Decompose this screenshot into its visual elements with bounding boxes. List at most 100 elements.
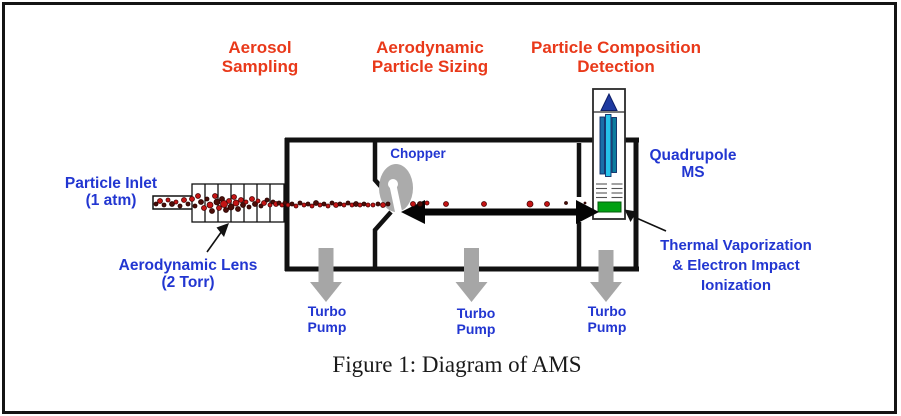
label-line: Thermal Vaporization: [660, 237, 812, 254]
particle-dot: [293, 203, 299, 209]
particle-dot: [313, 200, 319, 206]
stage-label-aerosol-sampling: Aerosol Sampling: [110, 38, 410, 76]
particle-dot: [365, 202, 371, 208]
particle-dot: [443, 201, 449, 207]
particle-dot: [267, 202, 273, 208]
turbo-pump-arrow: [455, 248, 488, 302]
label-line: Pump: [456, 321, 496, 337]
particle-dot: [337, 201, 343, 207]
particle-dot: [370, 202, 376, 208]
particle-dot: [173, 199, 179, 205]
chopper-disk: [379, 164, 413, 215]
particle-dot: [424, 200, 430, 206]
quadrupole-assembly: [592, 88, 626, 220]
particle-dot: [357, 202, 363, 208]
label-line: Chopper: [390, 146, 446, 161]
label-line: (2 Torr): [161, 274, 215, 291]
particle-dot: [417, 201, 423, 207]
particle-dot: [309, 203, 315, 209]
particle-dot: [223, 207, 229, 213]
label-line: Particle Inlet: [64, 175, 158, 192]
particle-dot: [204, 196, 210, 202]
turbo-pump-arrow: [590, 250, 622, 302]
particle-dot: [317, 202, 323, 208]
particle-dot: [289, 201, 295, 207]
particle-dot: [181, 197, 187, 203]
turbo-pump-label-2: Turbo Pump: [426, 305, 526, 337]
stage-line: Aerosol: [228, 38, 292, 57]
particle-dot: [564, 201, 568, 205]
label-line: Pump: [307, 319, 347, 335]
particle-dot: [206, 201, 214, 209]
particle-dot: [189, 196, 195, 202]
chopper-label: Chopper: [348, 146, 488, 161]
particle-dot: [305, 201, 311, 207]
particle-dot: [238, 197, 244, 203]
particle-beam: [153, 193, 587, 214]
label-line: Pump: [587, 319, 627, 335]
thermal-vaporization-label: Thermal Vaporization & Electron Impact I…: [626, 236, 846, 296]
label-line: (1 atm): [85, 192, 137, 209]
particle-dot: [213, 198, 221, 206]
particle-dot: [243, 199, 249, 205]
particle-dot: [361, 201, 367, 207]
particle-dot: [235, 206, 241, 212]
particle-dot: [375, 201, 381, 207]
turbo-pump-arrow: [310, 248, 342, 302]
particle-dot: [161, 202, 167, 208]
vaporizer-block: [597, 201, 622, 213]
particle-dot: [177, 203, 183, 209]
particle-dot: [583, 201, 587, 205]
particle-dot: [212, 193, 218, 199]
particle-dot: [325, 203, 331, 209]
stage-label-composition-detection: Particle Composition Detection: [466, 38, 766, 76]
label-line: Turbo: [456, 305, 496, 321]
turbo-pump-label-3: Turbo Pump: [557, 303, 657, 335]
particle-dot: [341, 202, 347, 208]
particle-dot: [264, 197, 270, 203]
label-line: Quadrupole: [649, 147, 737, 164]
quadrupole-ms-label: Quadrupole MS: [583, 147, 803, 181]
particle-dot: [227, 203, 235, 211]
particle-dot: [157, 198, 163, 204]
particle-dot: [526, 200, 534, 208]
flight-path-arrow: [401, 200, 599, 224]
particle-dot: [220, 200, 228, 208]
ion-lens-dashes: [596, 183, 623, 199]
label-line: & Electron Impact: [672, 257, 800, 274]
particle-inlet-label: Particle Inlet (1 atm): [1, 175, 221, 209]
particle-dot: [195, 193, 201, 199]
particle-dot: [385, 201, 391, 207]
particle-dot: [153, 201, 159, 207]
particle-dot: [169, 201, 175, 207]
label-line: MS: [681, 164, 705, 181]
lens-annotation-arrow: [206, 223, 229, 253]
particle-dot: [297, 200, 303, 206]
particle-dot: [255, 198, 261, 204]
turbo-pump-arrows: [310, 248, 622, 302]
particle-dot: [410, 201, 416, 207]
particle-dot: [165, 197, 171, 203]
stage-line: Sampling: [221, 57, 299, 76]
aerodynamic-lens-label: Aerodynamic Lens (2 Torr): [78, 257, 298, 291]
particle-dot: [249, 196, 255, 202]
label-line: Aerodynamic Lens: [118, 257, 258, 274]
particle-dot: [216, 205, 222, 211]
particle-dot: [192, 203, 198, 209]
particle-dot: [285, 202, 291, 208]
particle-dot: [380, 202, 386, 208]
particle-dot: [252, 201, 258, 207]
stage-label-particle-sizing: Aerodynamic Particle Sizing: [280, 38, 580, 76]
ion-beam-triangle-icon: [600, 92, 618, 111]
particle-dot: [544, 201, 550, 207]
vacuum-chamber: [284, 137, 639, 272]
particle-dot: [246, 204, 252, 210]
particle-dot: [185, 201, 191, 207]
figure-caption: Figure 1: Diagram of AMS: [332, 352, 582, 377]
particle-dot: [301, 202, 307, 208]
particle-dot: [198, 199, 204, 205]
label-line: Ionization: [701, 277, 771, 294]
particle-dot: [345, 200, 351, 206]
